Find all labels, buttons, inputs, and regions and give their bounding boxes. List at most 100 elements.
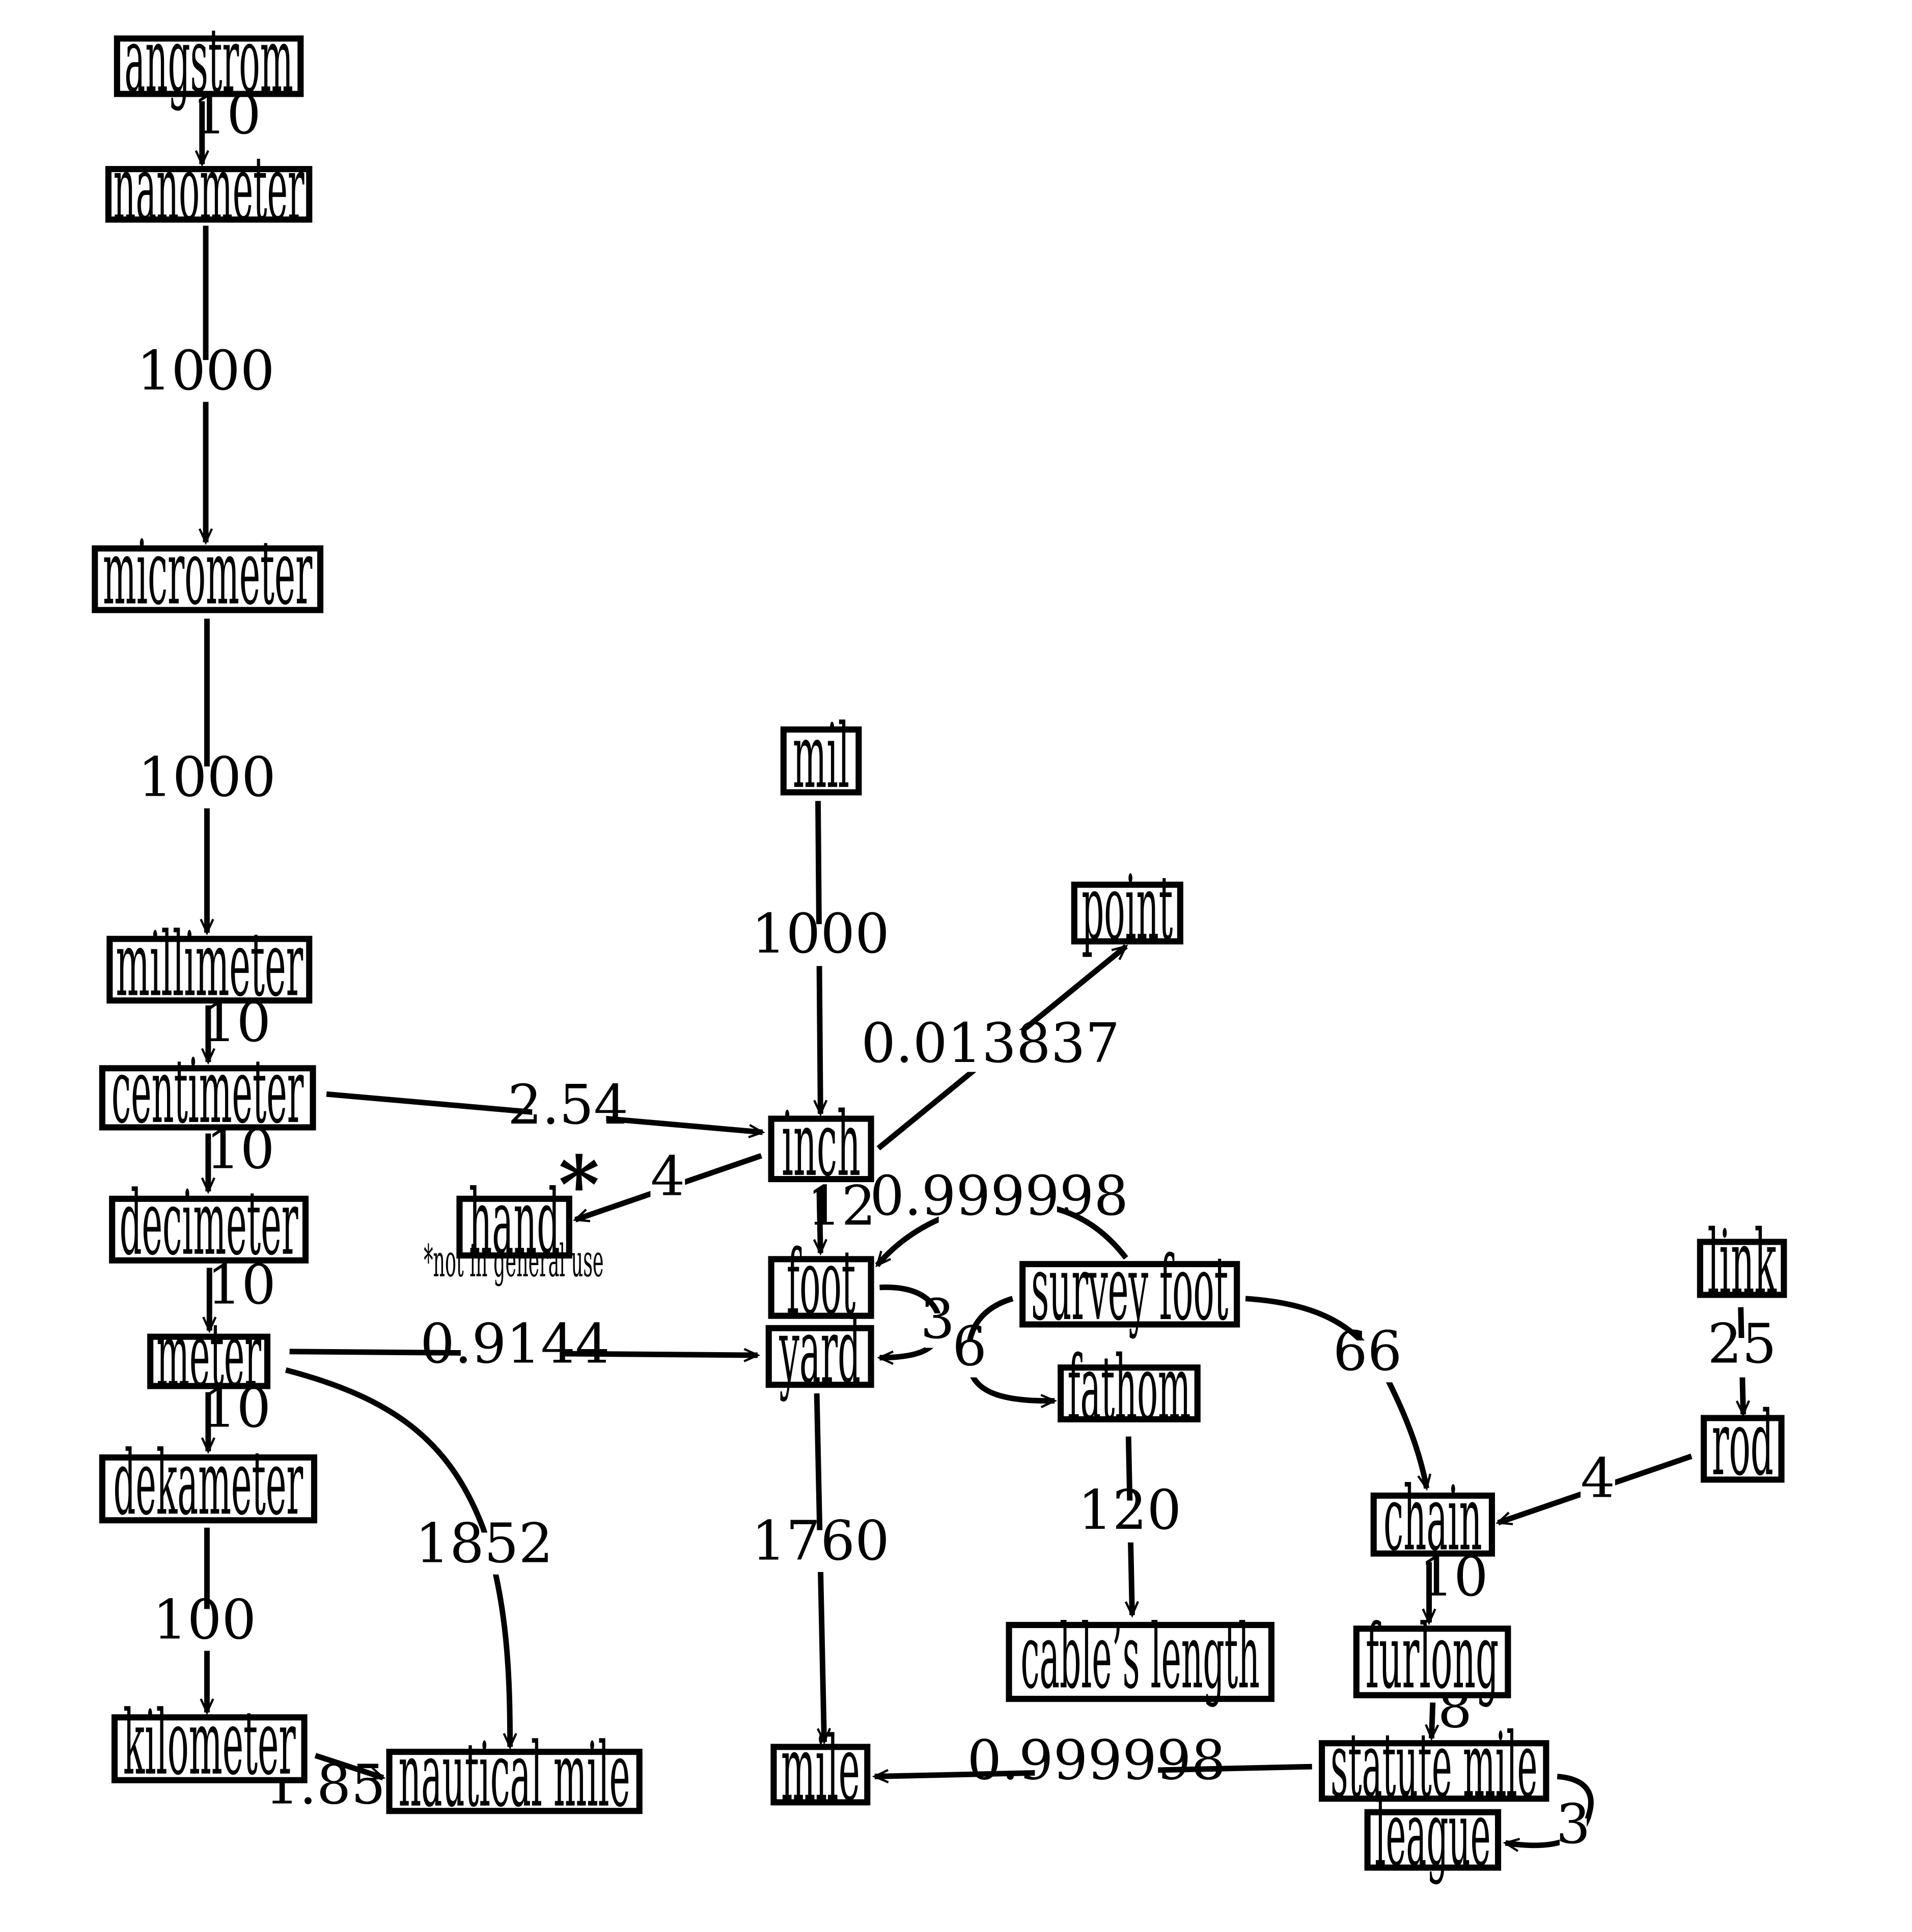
node-mil: mil: [780, 705, 862, 808]
edge-factor: 12: [807, 1175, 876, 1238]
edge-factor: 1000: [138, 746, 276, 809]
edge-factor: 1852: [415, 1513, 553, 1576]
node-fathom: fathom: [1058, 1337, 1201, 1440]
edge-factor: 0.999998: [967, 1729, 1226, 1792]
edge-factor: 4: [1581, 1447, 1615, 1510]
edge-factor: 1000: [752, 903, 890, 966]
edge-centimeter-inch: 2.54: [326, 1074, 762, 1139]
node-statute-mile: statute mile: [1319, 1714, 1549, 1817]
node-label: dekameter: [114, 1432, 303, 1535]
node-label: millimeter: [116, 913, 303, 1017]
node-label: mil: [793, 705, 849, 808]
edge-factor: 25: [1707, 1313, 1776, 1376]
node-label: decimeter: [120, 1172, 298, 1275]
node-dekameter: dekameter: [99, 1432, 318, 1535]
node-mile: mile: [770, 1718, 871, 1821]
node-furlong: furlong: [1353, 1605, 1511, 1709]
node-yard: yard: [765, 1300, 874, 1403]
edge-survey-foot-fathom: 6: [952, 1296, 1055, 1401]
edge-factor: 6: [952, 1315, 987, 1378]
node-label: league: [1375, 1783, 1490, 1886]
edge-factor: 1760: [752, 1510, 890, 1573]
node-label: yard: [779, 1300, 861, 1403]
edge-inch-foot: 12: [807, 1175, 876, 1253]
node-label: link: [1707, 1211, 1777, 1314]
node-chain: chain: [1370, 1467, 1495, 1571]
node-label: kilometer: [123, 1692, 296, 1795]
edge-nanometer-micrometer: 1000: [137, 226, 275, 542]
node-millimeter: millimeter: [106, 913, 313, 1017]
node-foot: foot: [768, 1231, 874, 1334]
edge-line: [314, 1753, 383, 1778]
node-label: cable’s length: [1021, 1605, 1260, 1709]
edge-foot-yard: 3: [879, 1284, 955, 1358]
node-label: foot: [787, 1231, 855, 1334]
edges: 10 1000 1000 10 10 10 10: [137, 83, 1777, 1856]
node-micrometer: micrometer: [92, 521, 324, 625]
node-label: point: [1082, 856, 1173, 960]
edge-mil-inch: 1000: [752, 801, 890, 1114]
node-nautical-mile: nautical mile: [386, 1724, 643, 1827]
nodes: angstrom nanometer micrometer millimeter…: [92, 9, 1787, 1886]
node-label: mile: [781, 1718, 860, 1821]
edge-meter-nautical-mile: 1852: [285, 1367, 553, 1747]
node-centimeter: centimeter: [99, 1040, 316, 1143]
edge-inch-point: 0.013837: [861, 944, 1126, 1151]
edge-factor: 2.54: [508, 1074, 628, 1137]
edge-line: [1431, 1702, 1432, 1738]
edge-dekameter-kilometer: 100: [153, 1527, 256, 1713]
node-label: meter: [156, 1304, 261, 1407]
node-link: link: [1697, 1211, 1787, 1314]
edge-factor: 120: [1078, 1479, 1181, 1542]
footnote-text: *not in general use: [424, 1235, 603, 1287]
node-inch: inch: [768, 1093, 874, 1196]
node-label: chain: [1383, 1467, 1482, 1571]
node-label: furlong: [1366, 1605, 1499, 1709]
node-label: micrometer: [103, 521, 313, 625]
node-label: inch: [782, 1093, 861, 1196]
node-kilometer: kilometer: [111, 1692, 308, 1795]
node-label: nautical mile: [399, 1724, 630, 1827]
not-in-use-marker: *: [559, 1138, 600, 1231]
edge-factor: 3: [920, 1288, 955, 1351]
node-league: league: [1364, 1783, 1502, 1886]
edge-line: [819, 1189, 820, 1253]
node-decimeter: decimeter: [109, 1172, 309, 1275]
node-label: rod: [1712, 1392, 1774, 1496]
edge-factor: 1000: [137, 340, 275, 403]
node-label: hand: [469, 1170, 560, 1274]
edge-factor: 66: [1333, 1320, 1402, 1383]
edge-statute-mile-league: 3: [1506, 1774, 1594, 1856]
node-survey-foot: survey foot: [1019, 1237, 1240, 1340]
edge-factor: 0.999998: [870, 1165, 1128, 1228]
edge-survey-foot-chain: 66: [1245, 1296, 1427, 1489]
edge-factor: 3: [1556, 1793, 1591, 1856]
edge-link-rod: 25: [1707, 1307, 1777, 1414]
edge-meter-yard: 0.9144: [289, 1313, 758, 1376]
edge-statute-mile-mile: 0.999998: [875, 1729, 1312, 1792]
edge-factor: 0.9144: [420, 1313, 609, 1376]
edge-inch-hand: 4: [575, 1145, 762, 1223]
node-cables-length: cable’s length: [1006, 1605, 1274, 1709]
edge-yard-mile: 1760: [752, 1393, 890, 1742]
node-label: nanometer: [114, 137, 304, 240]
node-meter: meter: [147, 1304, 271, 1407]
edge-factor: 100: [153, 1589, 256, 1652]
edge-factor: 4: [650, 1145, 685, 1209]
node-point: point: [1071, 856, 1183, 960]
node-label: statute mile: [1331, 1714, 1537, 1817]
edge-decimeter-meter: 10: [207, 1253, 276, 1330]
edge-factor: 10: [207, 1253, 275, 1317]
edge-line: [1506, 1774, 1594, 1845]
node-hand: hand * *not in general use: [424, 1138, 603, 1287]
node-rod: rod: [1701, 1392, 1785, 1496]
edge-micrometer-millimeter: 1000: [138, 619, 276, 933]
node-angstrom: angstrom: [114, 9, 304, 113]
node-label: angstrom: [124, 9, 293, 113]
edge-fathom-cables-length: 120: [1078, 1436, 1181, 1615]
edge-rod-chain: 4: [1498, 1447, 1693, 1526]
node-label: centimeter: [112, 1040, 304, 1143]
edge-line: [285, 1367, 510, 1747]
node-nanometer: nanometer: [105, 137, 313, 240]
